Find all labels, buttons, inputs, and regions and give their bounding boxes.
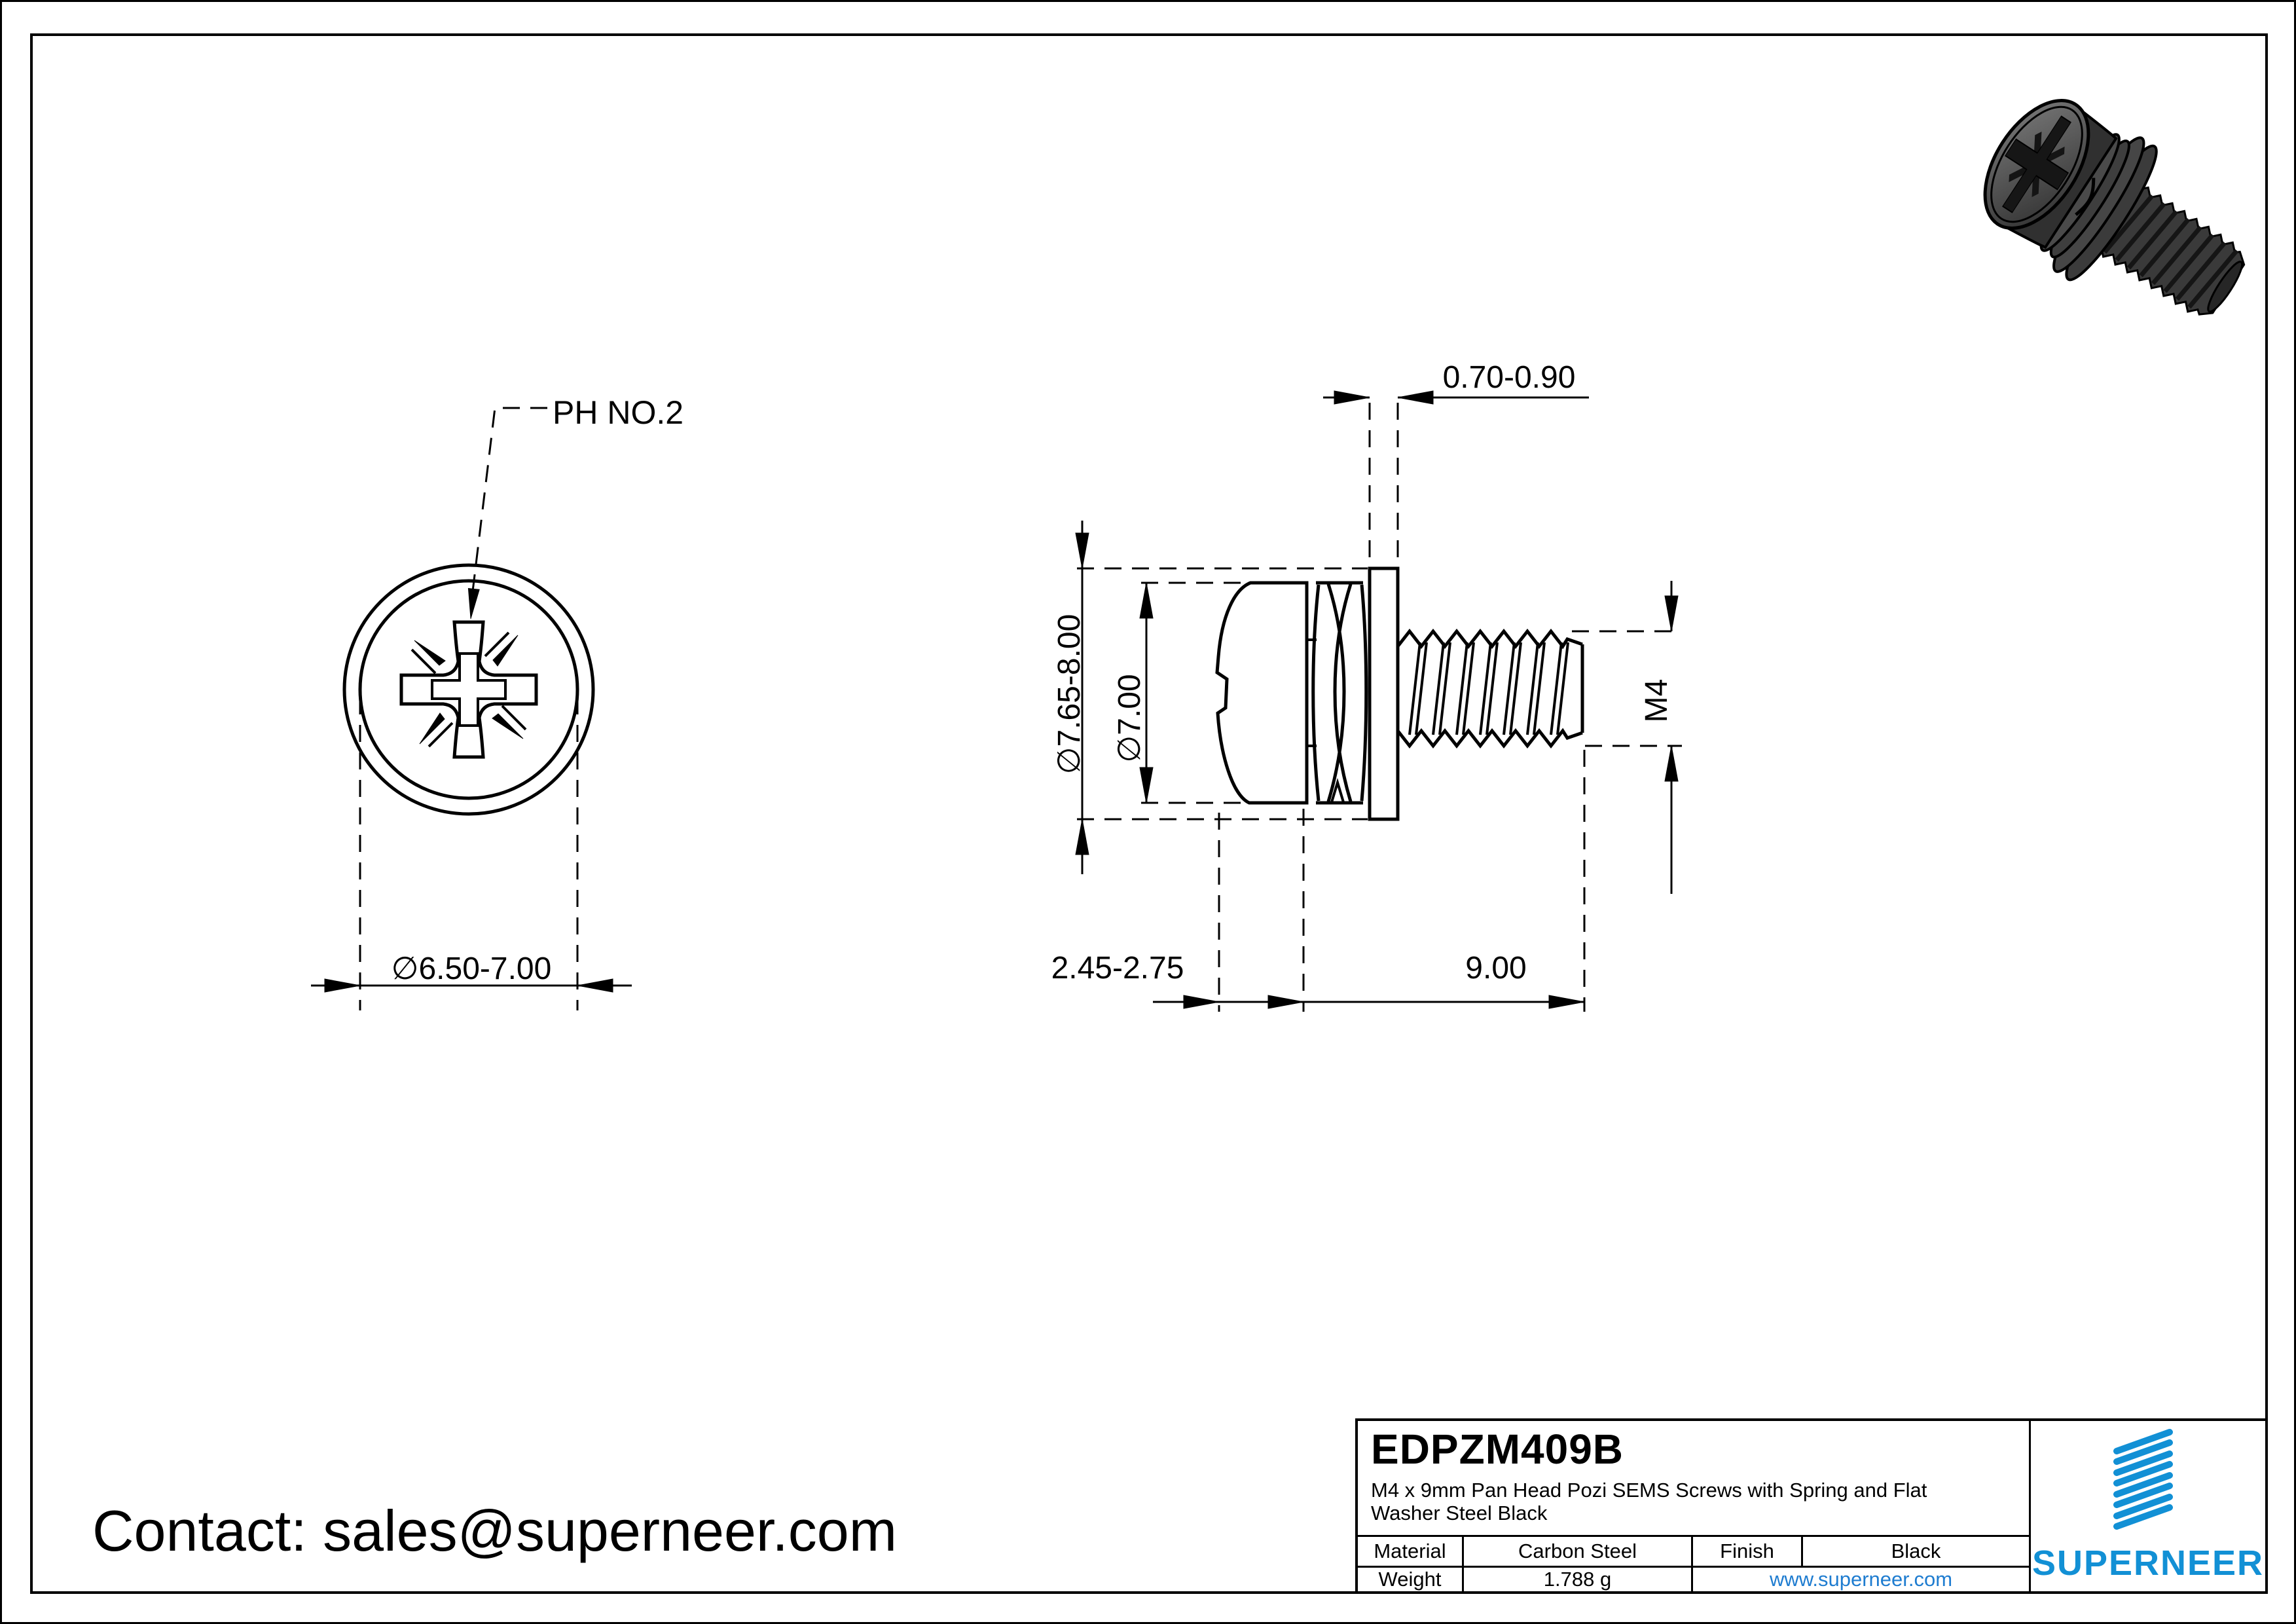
pozi-recess-outline (399, 620, 538, 759)
side-extension-lines (1077, 403, 1682, 1012)
drive-label: PH NO.2 (553, 394, 683, 431)
superneer-logo-stripes-icon (2113, 1429, 2173, 1530)
3d-screw-render (1983, 99, 2246, 316)
pozi-drive-3d (2002, 115, 2071, 213)
thread-length-label: 9.00 (1465, 951, 1526, 986)
thread-flank-lines (1408, 642, 1569, 735)
pan-head-profile (1215, 581, 1309, 805)
thread-spec-label: M4 (1639, 679, 1674, 723)
flat-washer-diameter-label: ∅7.65-8.00 (1052, 614, 1087, 775)
side-head-diameter-label: ∅7.00 (1112, 674, 1147, 762)
material-finish-row: Material Carbon Steel Finish Black (1358, 1537, 2029, 1568)
washer-thickness-label: 0.70-0.90 (1443, 360, 1576, 395)
drive-leader-line (471, 407, 547, 597)
front-view (311, 407, 632, 1010)
title-block: EDPZM409B M4 x 9mm Pan Head Pozi SEMS Sc… (1355, 1418, 2268, 1594)
contact-line: Contact: sales@superneer.com (92, 1498, 898, 1563)
drawing-frame-border (30, 33, 2268, 1594)
pozi-recess-inner (431, 652, 507, 727)
website-link[interactable]: www.superneer.com (1769, 1568, 1953, 1591)
front-head-diameter-label: ∅6.50-7.00 (392, 951, 552, 986)
material-value: Carbon Steel (1464, 1537, 1693, 1566)
part-header-cell: EDPZM409B M4 x 9mm Pan Head Pozi SEMS Sc… (1358, 1421, 2029, 1537)
flat-washer (1368, 566, 1400, 821)
side-view (1075, 390, 1682, 1012)
front-extension-lines (359, 697, 579, 1010)
weight-value: 1.788 g (1464, 1568, 1693, 1591)
spring-washer (1307, 581, 1368, 805)
threaded-shank (1396, 628, 1584, 749)
material-label: Material (1358, 1537, 1464, 1566)
title-block-left: EDPZM409B M4 x 9mm Pan Head Pozi SEMS Sc… (1358, 1421, 2029, 1591)
brand-name: SUPERNEER (2032, 1543, 2265, 1583)
head-inner-circle (358, 579, 579, 800)
weight-label: Weight (1358, 1568, 1464, 1591)
head-height-label: 2.45-2.75 (1051, 951, 1184, 986)
head-outer-circle (342, 563, 595, 816)
weight-website-row: Weight 1.788 g www.superneer.com (1358, 1568, 2029, 1591)
logo-cell: SUPERNEER (2029, 1421, 2265, 1591)
finish-value: Black (1891, 1540, 1941, 1562)
part-description: M4 x 9mm Pan Head Pozi SEMS Screws with … (1371, 1479, 1927, 1524)
finish-label: Finish (1693, 1537, 1803, 1566)
part-number: EDPZM409B (1371, 1426, 1624, 1473)
